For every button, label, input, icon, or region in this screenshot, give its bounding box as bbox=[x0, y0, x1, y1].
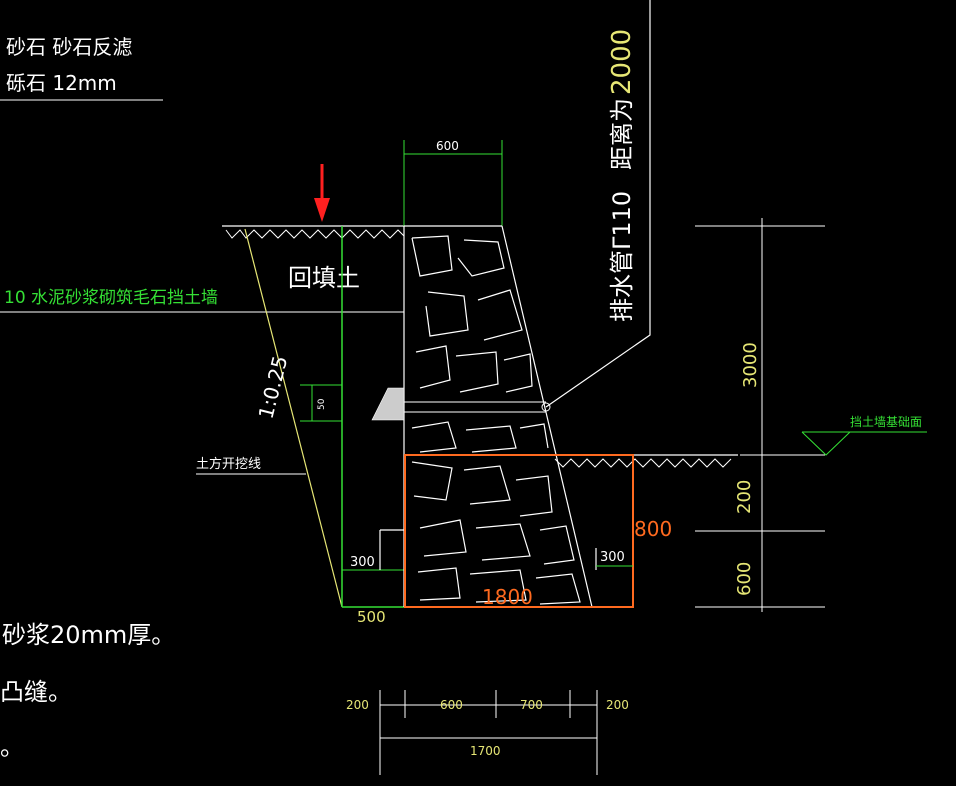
dim-800: 800 bbox=[634, 517, 672, 541]
slope-label: 1:0.25 bbox=[254, 353, 293, 421]
pipe-label: 排水管Γ110 bbox=[608, 191, 636, 322]
wall-title-label: 10 水泥砂浆砌筑毛石挡土墙 bbox=[4, 288, 218, 308]
note-line-3: 砂浆20mm厚。 bbox=[2, 621, 175, 649]
excavation-label: 土方开挖线 bbox=[196, 456, 261, 472]
rubble-wall-body bbox=[379, 225, 597, 608]
note-line-4: 凸缝。 bbox=[0, 678, 72, 706]
note-line-5: 。 bbox=[0, 733, 24, 761]
dim-300-left: 300 bbox=[350, 555, 375, 570]
note-line-1: 砂石 砂石反滤 bbox=[6, 35, 132, 59]
dim-bottom-total: 1700 bbox=[470, 744, 501, 758]
spacing-label: 距离为 bbox=[608, 98, 636, 170]
foundation-face-marker bbox=[801, 431, 927, 456]
dim-1800: 1800 bbox=[482, 585, 533, 609]
dim-600: 600 bbox=[734, 562, 755, 596]
dim-small-50: 50 bbox=[317, 398, 327, 410]
note-line-2: 砾石 12mm bbox=[6, 71, 117, 95]
dim-bottom-700: 700 bbox=[520, 698, 543, 712]
dim-200: 200 bbox=[734, 480, 755, 514]
dim-top-width: 600 bbox=[436, 139, 459, 153]
bottom-dimension-lines bbox=[379, 690, 598, 775]
drain-pipe bbox=[371, 387, 551, 421]
foundation-face-label: 挡土墙基础面 bbox=[850, 415, 922, 429]
footing-outline bbox=[404, 454, 634, 608]
right-dimension-lines bbox=[695, 218, 825, 612]
dim-500-base: 500 bbox=[357, 608, 386, 626]
ground-line-right bbox=[545, 454, 738, 468]
spacing-value: 2000 bbox=[607, 29, 637, 95]
ground-line-left bbox=[222, 225, 405, 239]
dim-bottom-600: 600 bbox=[440, 698, 463, 712]
dim-bottom-200-left: 200 bbox=[346, 698, 369, 712]
red-arrow-icon bbox=[314, 164, 330, 222]
backfill-label: 回填土 bbox=[288, 264, 360, 292]
dim-300-right: 300 bbox=[600, 550, 625, 565]
pipe-leader bbox=[545, 0, 651, 408]
excavation-slope-line bbox=[244, 228, 343, 608]
dim-3000: 3000 bbox=[740, 342, 761, 388]
gravel-filter-icon bbox=[371, 387, 405, 421]
green-outline bbox=[300, 140, 503, 608]
dim-bottom-200-right: 200 bbox=[606, 698, 629, 712]
